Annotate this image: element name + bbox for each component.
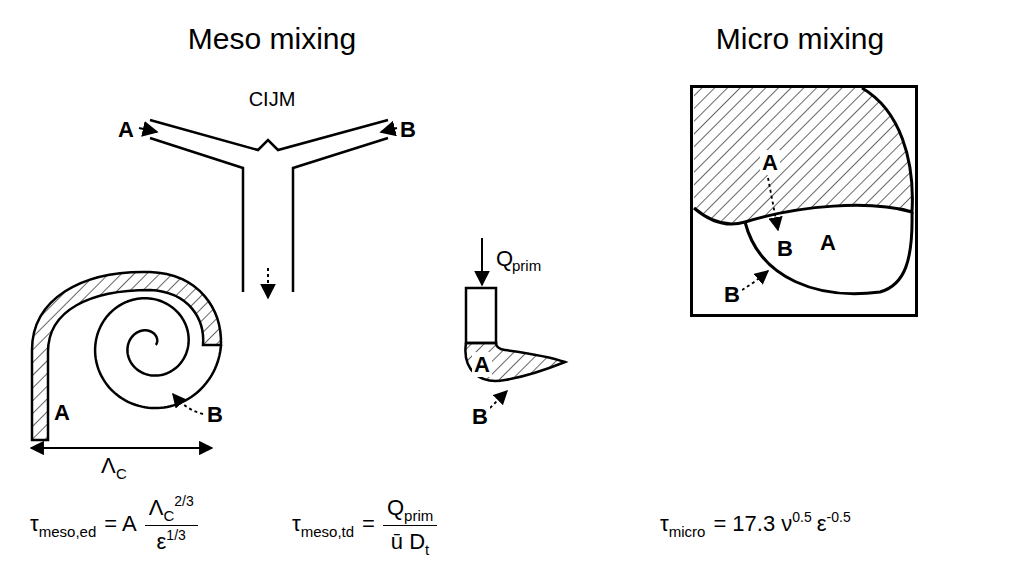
spiral-curve xyxy=(95,298,221,408)
mixing-cell: ABAB xyxy=(690,85,918,317)
equation: τmeso,ed= AΛC2/3ε1/3 xyxy=(30,488,198,560)
stream-label: A xyxy=(118,117,134,142)
equation-term: -0.5 xyxy=(827,509,851,525)
hatched-region xyxy=(694,88,912,224)
equation-term: = xyxy=(362,511,375,536)
section-heading: Meso mixing xyxy=(188,22,356,57)
equation: τmeso,td=Qprimū Dt xyxy=(292,488,437,560)
equation-term: C xyxy=(163,507,174,524)
stream-label: B xyxy=(400,117,416,142)
lamella-curve xyxy=(745,212,912,294)
equation-term: 1/3 xyxy=(166,527,185,543)
equation-term: ū D xyxy=(391,529,425,554)
equation-term: micro xyxy=(669,523,706,540)
fraction: ΛC2/3ε1/3 xyxy=(145,494,198,556)
section-heading: Micro mixing xyxy=(716,22,884,57)
mixer-wall xyxy=(150,138,243,292)
stream-label: A xyxy=(472,352,492,377)
feed-pipe xyxy=(466,288,496,343)
diffusion-arrow xyxy=(768,178,778,230)
fluid-label: B xyxy=(722,282,742,307)
numerator: Qprim xyxy=(383,494,437,525)
outflow-arrow xyxy=(267,268,269,298)
dimension-arrow xyxy=(31,447,212,449)
equation-term: meso,td xyxy=(301,523,354,540)
flow-subscript: prim xyxy=(512,257,541,274)
flow-symbol: Q xyxy=(496,246,513,271)
equation-term: 0.5 xyxy=(792,509,811,525)
inflow-arrow xyxy=(139,128,157,132)
inflow-arrow xyxy=(381,128,397,132)
equation-term: t xyxy=(425,541,429,558)
numerator: ΛC2/3 xyxy=(145,494,198,525)
equation-term: Λ xyxy=(149,495,164,520)
mixer-wall xyxy=(293,138,388,292)
equation-term: Q xyxy=(387,495,404,520)
fraction: Qprimū Dt xyxy=(383,494,437,556)
fluid-label: A xyxy=(760,150,780,175)
cijm-mixer xyxy=(150,120,388,292)
dimension-symbol: Λ xyxy=(101,453,116,478)
equation-term: ε xyxy=(157,529,167,554)
device-label: CIJM xyxy=(249,88,296,111)
interface-curve xyxy=(694,88,912,224)
diffusion-arrow xyxy=(742,271,768,290)
equation-term: = A xyxy=(104,511,136,536)
stream-label: A xyxy=(52,400,72,425)
equation-term: 2/3 xyxy=(174,493,193,509)
stream-label: B xyxy=(470,404,490,429)
mixer-wall xyxy=(150,120,388,150)
equation-term: τ xyxy=(292,511,301,536)
dimension-subscript: C xyxy=(116,465,127,482)
fluid-label: A xyxy=(818,230,838,255)
equation-term: τ xyxy=(660,511,669,536)
denominator: ū Dt xyxy=(383,525,437,557)
entrain-arrow xyxy=(490,391,507,408)
equation-term: prim xyxy=(404,507,433,524)
stream-label: B xyxy=(205,402,225,427)
plume xyxy=(465,343,565,381)
equation-term: ε xyxy=(817,511,827,536)
engulf-arrow xyxy=(173,394,203,414)
equation: τmicro = 17.3 ν0.5 ε-0.5 xyxy=(660,488,851,560)
feed-arrow xyxy=(481,238,483,285)
equation-term: τ xyxy=(30,511,39,536)
equation-term: = 17.3 ν xyxy=(713,511,792,536)
fluid-label: B xyxy=(775,236,795,261)
rolled-sheet xyxy=(32,272,221,440)
equation-term: meso,ed xyxy=(39,523,97,540)
denominator: ε1/3 xyxy=(145,525,198,557)
